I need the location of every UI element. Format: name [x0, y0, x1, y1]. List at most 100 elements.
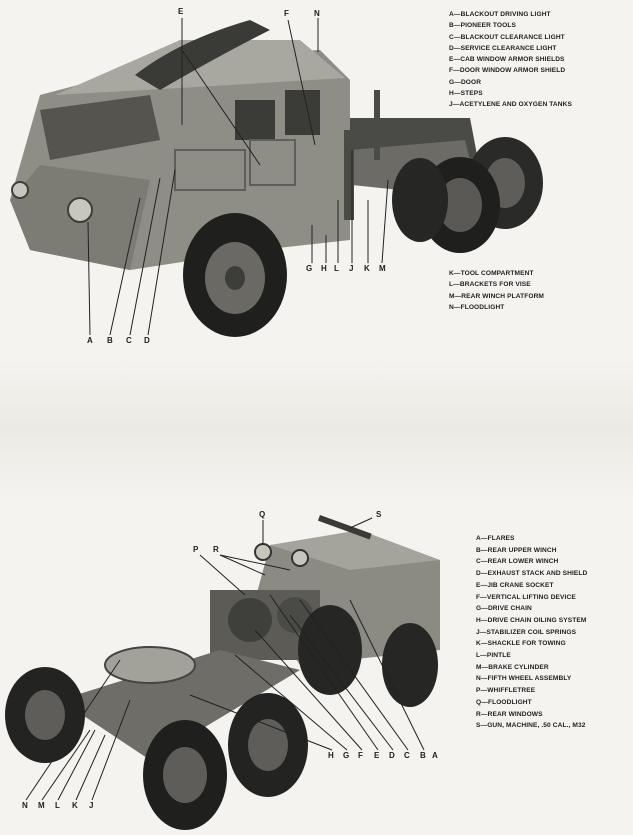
legend-text: DOOR WINDOW ARMOR SHIELD: [459, 67, 566, 75]
legend-separator: —: [481, 663, 489, 671]
legend-text: REAR LOWER WINCH: [487, 558, 559, 566]
legend-item: J—STABILIZER COIL SPRINGS: [476, 627, 587, 639]
legend-item: J—ACETYLENE AND OXYGEN TANKS: [449, 99, 572, 110]
callout-a: A: [87, 336, 93, 345]
callout-c: C: [126, 336, 132, 345]
figure-rear-view: Q S P R H G F E D C B A N M L K J: [0, 500, 633, 835]
legend-item: K—TOOL COMPARTMENT: [449, 268, 544, 279]
legend-key: M: [476, 663, 482, 671]
legend-separator: —: [480, 581, 488, 589]
legend-separator: —: [480, 546, 488, 554]
legend-text: FIFTH WHEEL ASSEMBLY: [487, 675, 572, 683]
callout-f2: F: [358, 751, 363, 760]
legend-text: TOOL COMPARTMENT: [460, 270, 534, 277]
legend-separator: —: [453, 303, 461, 311]
legend-text: FLOODLIGHT: [487, 698, 532, 706]
legend-separator: —: [453, 11, 461, 18]
callout-l: L: [334, 264, 339, 273]
callout-b2: B: [420, 751, 426, 760]
legend-separator: —: [480, 722, 488, 730]
legend-key: A: [449, 11, 454, 18]
legend-item: L—PINTLE: [476, 650, 587, 662]
legend-text: PIONEER TOOLS: [460, 22, 516, 30]
callout-a2: A: [432, 751, 438, 760]
legend-item: S—GUN, MACHINE, .50 CAL., M32: [476, 720, 587, 732]
callout-c2: C: [404, 751, 410, 760]
legend-separator: —: [480, 558, 488, 566]
legend-separator: —: [480, 570, 488, 578]
legend-text: REAR WINCH PLATFORM: [461, 292, 545, 300]
legend-key: G: [449, 78, 455, 86]
legend-text: BLACKOUT DRIVING LIGHT: [460, 11, 551, 18]
legend-item: N—FIFTH WHEEL ASSEMBLY: [476, 673, 587, 685]
callout-e: E: [178, 7, 184, 16]
legend-text: SERVICE CLEARANCE LIGHT: [460, 44, 557, 52]
legend-item: M—REAR WINCH PLATFORM: [449, 291, 544, 302]
legend-key: D: [449, 44, 454, 52]
legend-item: B—PIONEER TOOLS: [449, 20, 572, 31]
callout-d: D: [144, 336, 150, 345]
callout-m2: M: [38, 801, 45, 810]
legend-separator: —: [453, 270, 461, 277]
legend-separator: —: [454, 78, 461, 86]
legend-key: G: [476, 605, 482, 613]
legend-key: S: [476, 722, 481, 730]
legend-separator: —: [453, 56, 461, 64]
legend-separator: —: [480, 710, 488, 718]
legend-separator: —: [481, 605, 488, 613]
legend-separator: —: [480, 535, 488, 542]
legend-item: Q—FLOODLIGHT: [476, 697, 587, 709]
legend-separator: —: [454, 292, 462, 300]
callout-n: N: [314, 9, 320, 18]
legend-key: M: [449, 292, 455, 300]
legend-item: F—DOOR WINDOW ARMOR SHIELD: [449, 65, 572, 76]
legend-item: A—FLARES: [476, 533, 587, 545]
tractor-front-illustration: [10, 18, 543, 337]
legend-item: C—BLACKOUT CLEARANCE LIGHT: [449, 32, 572, 43]
legend-key: L: [476, 652, 481, 660]
legend-item: L—BRACKETS FOR VISE: [449, 279, 544, 290]
legend-separator: —: [453, 281, 460, 289]
callout-g2: G: [343, 751, 350, 760]
legend-item: K—SHACKLE FOR TOWING: [476, 638, 587, 650]
callout-f: F: [284, 9, 289, 18]
legend-item: D—SERVICE CLEARANCE LIGHT: [449, 43, 572, 54]
legend-key: R: [476, 710, 481, 718]
legend-item: H—STEPS: [449, 88, 572, 99]
legend-key: K: [449, 270, 454, 277]
callout-k2: K: [72, 801, 78, 810]
legend-separator: —: [480, 640, 488, 648]
legend-separator: —: [481, 698, 488, 706]
figure-front-view: E F N A B C D G H L J K M A—BLACKOUT DRI…: [0, 0, 633, 360]
legend-text: VERTICAL LIFTING DEVICE: [486, 593, 576, 601]
callout-l2: L: [55, 801, 60, 810]
callout-b: B: [107, 336, 113, 345]
legend-key: Q: [476, 698, 482, 706]
callout-q: Q: [259, 510, 266, 519]
legend-text: STEPS: [460, 90, 483, 98]
legend-key: H: [449, 90, 454, 98]
legend-key: J: [476, 628, 480, 636]
legend-text: DRIVE CHAIN: [487, 605, 532, 613]
legend-key: F: [449, 67, 454, 75]
callout-h2: H: [328, 751, 334, 760]
legend-item: B—REAR UPPER WINCH: [476, 545, 587, 557]
callout-g: G: [306, 264, 313, 273]
legend-item: G—DRIVE CHAIN: [476, 603, 587, 615]
legend-separator: —: [453, 22, 461, 30]
legend-text: STABILIZER COIL SPRINGS: [486, 628, 577, 636]
legend-text: PINTLE: [486, 652, 511, 660]
callout-d2: D: [389, 751, 395, 760]
legend-key: E: [449, 56, 454, 64]
blank-page-area: [0, 360, 633, 500]
legend-key: B: [449, 22, 454, 30]
legend-key: C: [476, 558, 481, 566]
legend-text: BRACKETS FOR VISE: [459, 281, 531, 289]
legend-separator: —: [480, 675, 488, 683]
legend-key: B: [476, 546, 481, 554]
legend-separator: —: [452, 101, 460, 109]
legend-key: K: [476, 640, 481, 648]
legend-key: D: [476, 570, 481, 578]
callout-e2: E: [374, 751, 380, 760]
